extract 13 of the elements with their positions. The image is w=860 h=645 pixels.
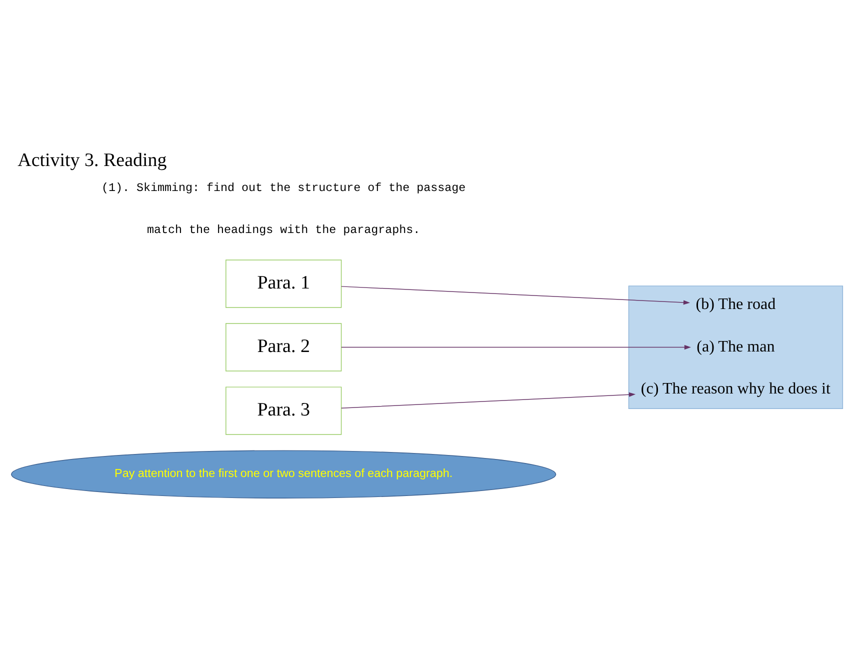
label: match the headings with the paragraphs. xyxy=(147,222,420,237)
node-box: Para. 3 xyxy=(226,386,342,434)
node-text: (a) The man xyxy=(696,338,775,355)
arrow xyxy=(341,392,636,408)
node-text: (c) The reason why he does it xyxy=(640,380,830,398)
node-box: Para. 2 xyxy=(226,322,342,371)
arrow xyxy=(341,286,690,304)
label: (1). Skimming: find out the structure of the passage xyxy=(101,180,466,194)
arrow xyxy=(341,344,691,350)
node-text: (b) The road xyxy=(696,296,776,313)
node-ellipse: Pay attention to the first one or two sentences of each paragraph. xyxy=(11,450,556,498)
node-box: Para. 1 xyxy=(226,259,342,308)
diagram-title: Activity 3. Reading xyxy=(18,150,167,171)
